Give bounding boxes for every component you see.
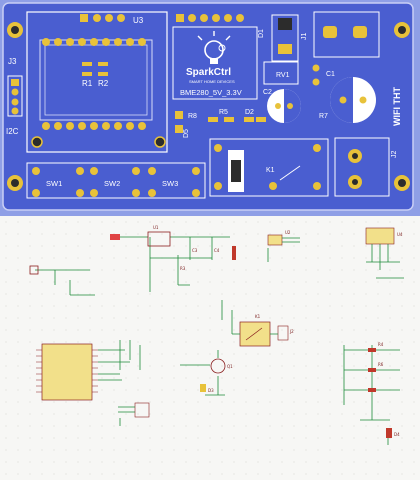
ref-k1: K1 [266,167,275,174]
switch-circuit [35,269,95,296]
ref-sw3: SW3 [162,179,178,188]
label-u1: U1 [153,225,159,230]
sensor-wires [267,237,300,262]
bme280-outline [172,26,258,100]
relay-wires [221,300,278,335]
sensor-header [267,234,283,246]
ref-d5: D5 [183,129,190,138]
mcu-symbol [36,343,98,401]
ref-r5: R5 [219,109,228,116]
regulator-circuit [120,236,230,292]
switch-symbol [29,265,39,275]
button-connector-wires [118,406,135,426]
led-symbol [232,246,236,260]
label-u4: U4 [397,232,403,237]
bme280-header-pads [176,14,244,22]
r8-r5-d2-pads [175,111,266,133]
ref-j3: J3 [8,57,17,66]
label-k1: K1 [255,314,261,319]
rv1-outline [263,61,299,85]
label-q1: Q1 [227,364,233,369]
relay-output-connector [277,325,289,341]
label-r3: R3 [180,266,186,271]
mcu-wires [98,340,141,381]
diode-symbol [200,384,206,392]
c2-capacitor [267,89,301,123]
ref-r1: R1 [82,79,93,88]
u3-module [26,11,168,153]
switch-row [26,162,206,199]
button-resistors [368,348,376,392]
mounting-holes [7,22,410,191]
module-u4 [365,227,395,245]
ref-rv1: RV1 [276,72,290,79]
label-c4: C4 [214,248,220,253]
transistor-circuit [180,350,225,396]
ref-r2: R2 [98,79,109,88]
ref-j1: J1 [301,33,308,41]
k1-relay [209,138,329,197]
ref-c1: C1 [326,71,335,78]
brand-name: SparkCtrl [186,67,231,78]
label-j2: J2 [289,329,294,334]
module-label: BME280_5V_3.3V [180,88,242,97]
button-connector [134,402,150,418]
label-r4: R4 [378,342,384,347]
u4-wires [366,244,404,279]
pcb-board [2,2,414,211]
ref-j2: J2 [391,151,398,159]
ref-sw1: SW1 [46,179,62,188]
bulb-logo-icon [197,31,231,64]
label-i2c: I2C [6,127,19,136]
ref-r7: R7 [319,113,328,120]
schematic-grid [5,221,415,475]
transistor-symbol [210,358,226,374]
side-label: WIFI THT [392,87,402,126]
vin-flag [110,234,120,240]
label-u2: U2 [285,230,291,235]
ref-d2: D2 [245,109,254,116]
bulk-capacitor [330,77,376,123]
j1-connector [313,11,380,58]
j3-header [7,75,23,117]
ref-c2: C2 [263,89,272,96]
label-d4: D4 [394,432,400,437]
brand-tagline: SMART HOME DEVICES [189,79,235,84]
label-d3: D3 [208,388,214,393]
label-c3: C3 [192,248,198,253]
regulator-ic [147,231,171,247]
label-r6: R6 [378,362,384,367]
ref-sw2: SW2 [104,179,120,188]
ref-r8: R8 [188,113,197,120]
status-led [386,428,392,438]
relay-symbol [239,321,271,347]
c1-pads [312,64,320,86]
ref-d1: D1 [258,29,265,38]
d1-diode [271,14,299,62]
ref-u3: U3 [133,16,144,25]
schematic-sheet: U1 U2 U4 K1 J2 Q1 D3 D4 R3 R4 R6 C3 C4 [0,216,420,480]
j2-connector [334,137,390,197]
